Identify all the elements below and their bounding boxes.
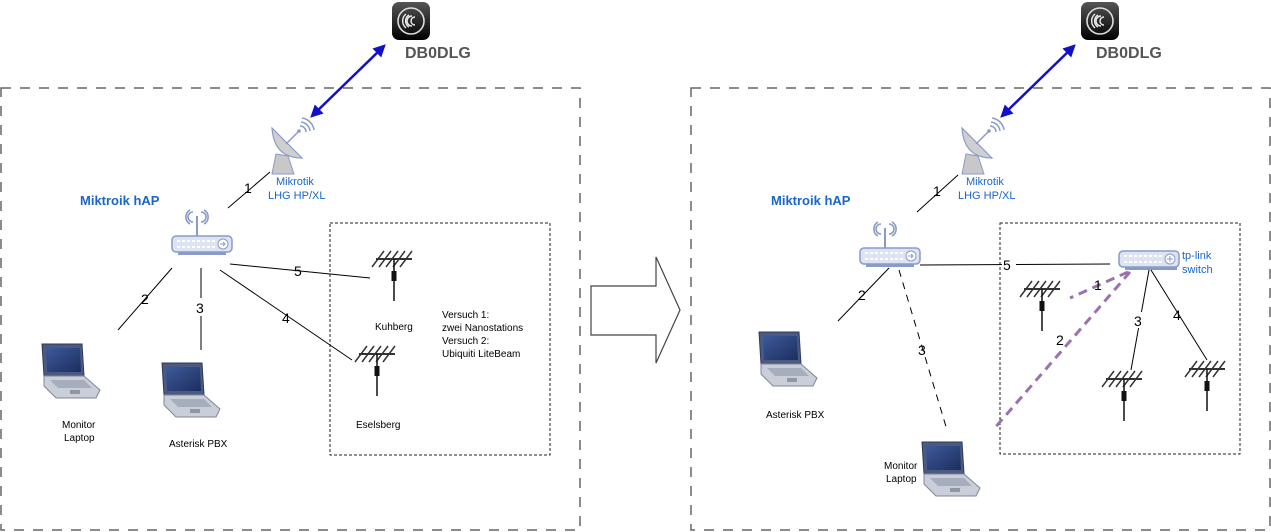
dish-label-2: LHG HP/XL	[958, 190, 1015, 202]
monitor-laptop-label-1: Monitor	[884, 461, 918, 472]
router-label: Miktroik hAP	[80, 193, 160, 208]
link-3-dashed	[898, 269, 948, 431]
wireless-link-arrow	[1000, 44, 1076, 118]
laptop-icon	[758, 331, 818, 387]
switch-icon	[1118, 250, 1180, 271]
switch-link-2-label: 2	[1056, 332, 1064, 348]
right-panel: DB0DLG Mikrotik LHG HP/XL Miktroik hAP 1…	[690, 1, 1271, 531]
svg-text:Versuch 2:: Versuch 2:	[442, 336, 489, 347]
switch-link-1-label: 1	[1094, 277, 1102, 293]
svg-text:zwei Nanostations: zwei Nanostations	[442, 323, 523, 334]
svg-text:Ubiquiti LiteBeam: Ubiquiti LiteBeam	[442, 349, 520, 360]
yagi-antenna-icon	[1184, 360, 1226, 412]
monitor-laptop-label-2: Laptop	[886, 474, 917, 485]
antenna-kuhberg-label: Kuhberg	[375, 322, 413, 333]
link-1-label: 1	[933, 183, 941, 199]
switch-link-1-dashed	[1069, 270, 1129, 300]
switch-link-4	[1150, 269, 1208, 361]
link-5	[229, 263, 371, 279]
tower-label: DB0DLG	[405, 45, 471, 62]
link-4	[219, 269, 353, 361]
link-5-label: 5	[1003, 257, 1011, 273]
router-label: Miktroik hAP	[771, 193, 851, 208]
right-container-border	[690, 87, 1271, 531]
dish-label-2: LHG HP/XL	[268, 190, 325, 202]
switch-link-4-label: 4	[1173, 307, 1181, 323]
dish-label-1: Mikrotik	[966, 176, 1004, 188]
switch-link-2-dashed	[991, 271, 1132, 431]
yagi-antenna-icon	[371, 250, 413, 302]
yagi-antenna-icon	[354, 345, 396, 397]
yagi-antenna-icon	[1019, 280, 1061, 332]
laptop-icon	[161, 362, 221, 418]
link-5-label: 5	[294, 263, 302, 279]
left-panel: DB0DLG Mikrotik LHG HP/XL Miktroik hAP 1…	[0, 1, 581, 531]
switch-link-3-label: 3	[1134, 313, 1142, 329]
switch-label-2: switch	[1182, 264, 1213, 276]
tower-icon	[1080, 1, 1120, 41]
dish-antenna-icon	[961, 117, 1005, 175]
link-1-label: 1	[244, 180, 252, 196]
experiment-note: Versuch 1: zwei Nanostations Versuch 2: …	[442, 310, 523, 360]
dish-label-1: Mikrotik	[276, 176, 314, 188]
asterisk-pbx-label: Asterisk PBX	[169, 439, 228, 450]
link-1	[227, 171, 271, 209]
wireless-link-arrow	[310, 44, 386, 118]
switch-label-1: tp-link	[1182, 250, 1212, 262]
right-antenna-group-border	[999, 222, 1241, 455]
link-2-label: 2	[141, 291, 149, 307]
tower-label: DB0DLG	[1096, 45, 1162, 62]
monitor-laptop-label-1: Monitor	[62, 420, 96, 431]
transition-arrow-icon	[590, 256, 681, 364]
dish-antenna-icon	[271, 117, 315, 175]
left-container-border	[0, 87, 581, 531]
monitor-laptop-label-2: Laptop	[64, 433, 95, 444]
link-2	[117, 267, 173, 331]
antenna-eselsberg-label: Eselsberg	[356, 420, 400, 431]
asterisk-pbx-label: Asterisk PBX	[766, 410, 825, 421]
link-3-label: 3	[918, 342, 926, 358]
left-antenna-group-border	[329, 222, 551, 456]
link-4-label: 4	[282, 310, 290, 326]
yagi-antenna-icon	[1101, 370, 1143, 422]
link-2	[837, 267, 890, 322]
svg-text:Versuch 1:: Versuch 1:	[442, 310, 489, 321]
router-icon	[171, 209, 233, 256]
link-3-label: 3	[196, 300, 204, 316]
laptop-icon	[41, 343, 101, 399]
link-1	[916, 174, 959, 213]
laptop-icon	[921, 441, 981, 497]
tower-icon	[391, 1, 431, 41]
router-icon	[859, 221, 921, 268]
link-2-label: 2	[858, 287, 866, 303]
